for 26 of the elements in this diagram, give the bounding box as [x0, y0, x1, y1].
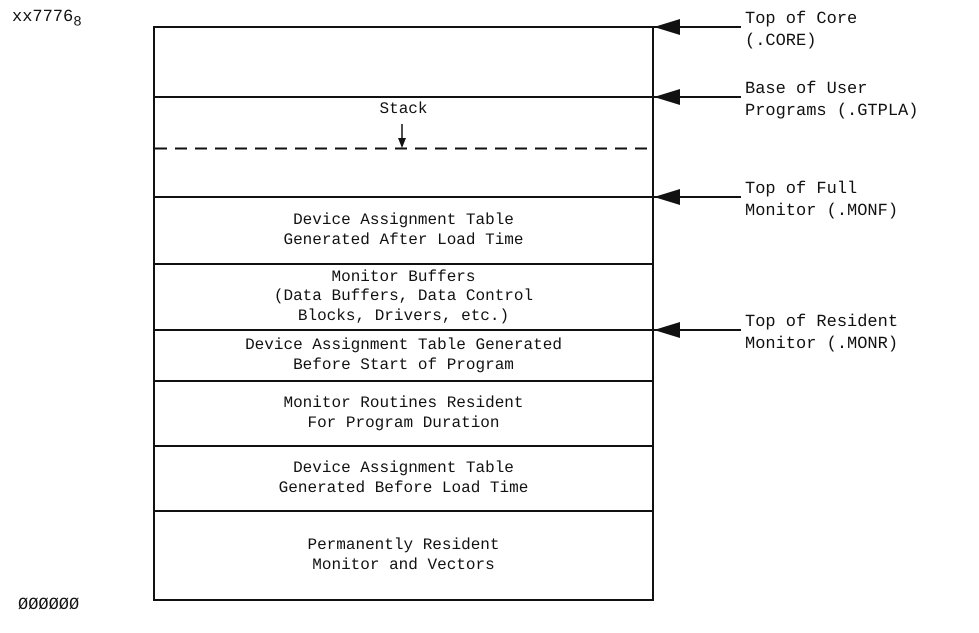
memory-region: [153, 510, 654, 601]
region-label: Permanently Resident Monitor and Vectors: [306, 536, 500, 575]
address-label: xx7776$_{8}$: [12, 8, 82, 30]
callout-label: Base of User Programs (.GTPLA): [745, 79, 929, 124]
region-label: Monitor Buffers: [331, 268, 476, 288]
memory-region: [153, 263, 654, 331]
leader-arrow: [654, 189, 741, 205]
callout-label: Top of Resident Monitor (.MONR): [745, 312, 929, 356]
address-label: ØØØØØØ: [18, 596, 80, 615]
callout-label: Top of Core (.CORE): [745, 9, 868, 54]
memory-region: [153, 26, 654, 98]
callout-label: Top of Full Monitor (.MONF): [745, 179, 929, 224]
region-label: Monitor Routines Resident For Program Duration: [282, 394, 525, 433]
region-label: Device Assignment Table Generated After Load Time: [282, 211, 525, 250]
leader-arrow: [654, 89, 741, 105]
memory-region: [153, 329, 654, 382]
memory-region: [153, 96, 654, 198]
region-label: Device Assignment Table Generated Before Load Time: [278, 459, 530, 498]
leader-arrow: [654, 322, 741, 338]
region-label: Stack: [379, 100, 428, 120]
region-label: Device Assignment Table Generated Before Start of Program: [244, 336, 563, 375]
region-label: (Data Buffers, Data Control Blocks, Drivers, etc.): [272, 287, 534, 326]
memory-region: [153, 445, 654, 512]
leader-arrow: [654, 19, 741, 35]
memory-region: [153, 196, 654, 265]
memory-region: [153, 380, 654, 447]
